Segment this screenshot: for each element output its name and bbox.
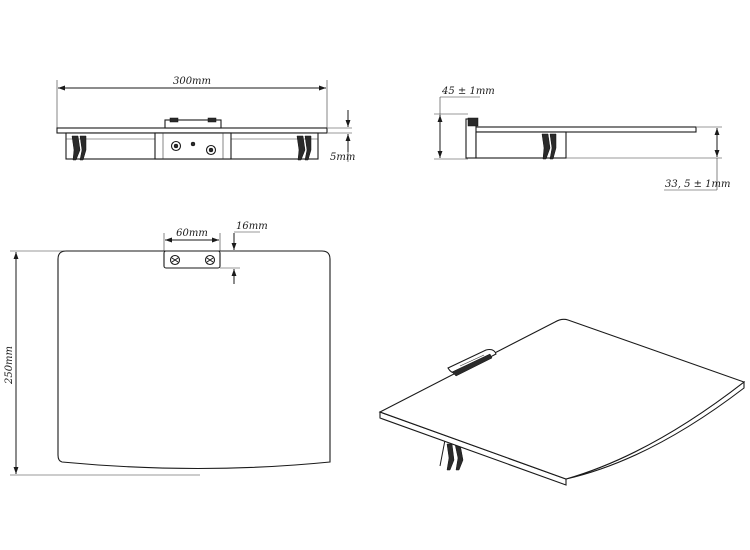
bracket-depth-dimension-label: 16mm [236,221,268,232]
screw-head-icon [173,143,179,149]
iso-clip-icon [446,443,455,471]
side-view: 45 ± 1mm 33, 5 ± 1mm [434,86,731,191]
iso-support-line [439,439,446,467]
thickness-dimension-label: 5mm [330,152,355,163]
side-clip-icon [541,133,551,160]
bracket-tab-right [207,117,217,123]
clip-left-icon [79,135,87,161]
isometric-view [378,318,746,486]
iso-shelf-top-face [378,318,746,480]
front-bracket-top [164,119,222,129]
iso-bracket-side [451,353,493,377]
clip-right-icon [304,135,312,161]
back-height-dimension-label: 45 ± 1mm [441,86,495,97]
top-view: 60mm 16mm 250mm [4,221,331,476]
top-shelf-outline [57,250,331,470]
iso-bracket [447,348,497,374]
bracket-tab-left [169,117,179,123]
depth-dimension-label: 250mm [4,346,15,385]
side-bracket-clamp [467,117,479,127]
front-view: 300mm 5mm [56,76,355,163]
bracket-width-dimension-label: 60mm [176,228,208,239]
iso-bracket-groove [459,354,485,367]
bolt-cross-icon [206,257,214,263]
screw-head-icon [208,147,214,153]
clip-right-icon [296,135,306,161]
side-shelf-plate [469,126,697,133]
front-shelf-plate [56,127,328,134]
clip-left-icon [71,135,81,161]
width-dimension-label: 300mm [173,76,211,87]
side-clip-icon [549,133,557,160]
rivet-icon [190,141,196,147]
bolt-cross-icon [171,257,179,263]
front-height-dimension-label: 33, 5 ± 1mm [665,179,731,190]
